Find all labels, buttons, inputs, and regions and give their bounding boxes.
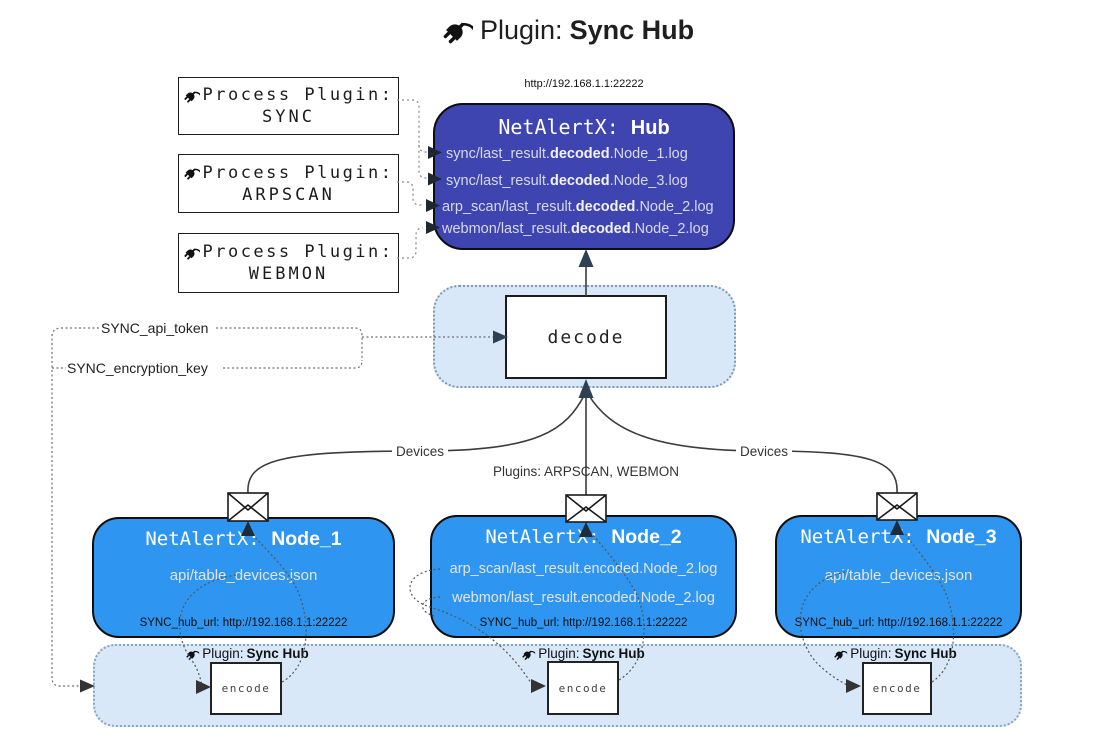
node-footer: SYNC_hub_url: http://192.168.1.1:22222 [479, 617, 688, 629]
band-plugin-label: Plugin: Sync Hub [833, 646, 957, 661]
devices-label-left: Devices [391, 444, 449, 459]
encode-box-2: encode [547, 661, 619, 715]
process-plugin-name: SYNC [262, 107, 315, 127]
node-file: api/table_devices.json [824, 567, 973, 584]
hub-box: NetAlertX: Hub sync/last_result.decoded.… [433, 103, 735, 250]
process-plugin-sync: Process Plugin: SYNC [178, 77, 399, 135]
node-title: NetAlertX: Node_3 [800, 526, 997, 548]
plug-icon [183, 244, 200, 261]
node-file: api/table_devices.json [169, 567, 318, 584]
plug-icon [521, 647, 535, 661]
page-title-prefix: Plugin: [480, 14, 563, 45]
node-footer: SYNC_hub_url: http://192.168.1.1:22222 [794, 617, 1003, 629]
hub-log-line: webmon/last_result.decoded.Node_2.log [442, 221, 709, 237]
process-plugin-label: Process Plugin: [202, 85, 394, 105]
band-plugin-label: Plugin: Sync Hub [185, 646, 309, 661]
node-1-box: NetAlertX: Node_1 api/table_devices.json… [92, 517, 395, 638]
process-plugin-arpscan: Process Plugin: ARPSCAN [178, 154, 399, 213]
process-plugin-name: WEBMON [248, 264, 329, 284]
process-plugin-name: ARPSCAN [242, 184, 335, 205]
node-fan-curves [247, 393, 898, 495]
band-plugin-label: Plugin: Sync Hub [521, 646, 645, 661]
page-title: Plugin: Sync Hub [441, 14, 694, 46]
plug-icon [183, 164, 200, 181]
node-3-box: NetAlertX: Node_3 api/table_devices.json… [775, 515, 1022, 638]
plug-icon [833, 647, 847, 661]
node-title: NetAlertX: Node_1 [145, 528, 342, 550]
plugin-to-hub-connectors [397, 99, 428, 259]
node-footer: SYNC_hub_url: http://192.168.1.1:22222 [139, 617, 348, 629]
plug-icon [183, 87, 200, 104]
decode-box: decode [505, 295, 667, 379]
node-file: webmon/last_result.encoded.Node_2.log [452, 590, 715, 606]
process-plugin-webmon: Process Plugin: WEBMON [178, 233, 399, 293]
plug-icon [441, 14, 473, 46]
hub-url: http://192.168.1.1:22222 [524, 78, 644, 90]
devices-label-right: Devices [735, 444, 793, 459]
plugins-label-middle: Plugins: ARPSCAN, WEBMON [492, 464, 680, 479]
process-plugin-label: Process Plugin: [202, 242, 394, 262]
page-title-name: Sync Hub [569, 14, 695, 45]
hub-log-line: sync/last_result.decoded.Node_3.log [446, 173, 688, 189]
process-plugin-label: Process Plugin: [202, 162, 394, 183]
hub-log-line: sync/last_result.decoded.Node_1.log [446, 146, 688, 162]
sync-encryption-key-label: SYNC_encryption_key [67, 360, 208, 376]
hub-log-line: arp_scan/last_result.decoded.Node_2.log [442, 199, 714, 215]
node-2-box: NetAlertX: Node_2 arp_scan/last_result.e… [430, 515, 737, 638]
node-title: NetAlertX: Node_2 [485, 526, 682, 548]
plug-icon [185, 647, 199, 661]
encode-box-3: encode [862, 662, 932, 715]
encode-box-1: encode [210, 662, 282, 715]
node-file: arp_scan/last_result.encoded.Node_2.log [449, 561, 718, 577]
hub-title-prefix: NetAlertX: [498, 115, 631, 139]
hub-title: NetAlertX: Hub [435, 115, 733, 140]
hub-title-name: Hub [630, 117, 670, 139]
sync-api-token-label: SYNC_api_token [101, 320, 209, 336]
